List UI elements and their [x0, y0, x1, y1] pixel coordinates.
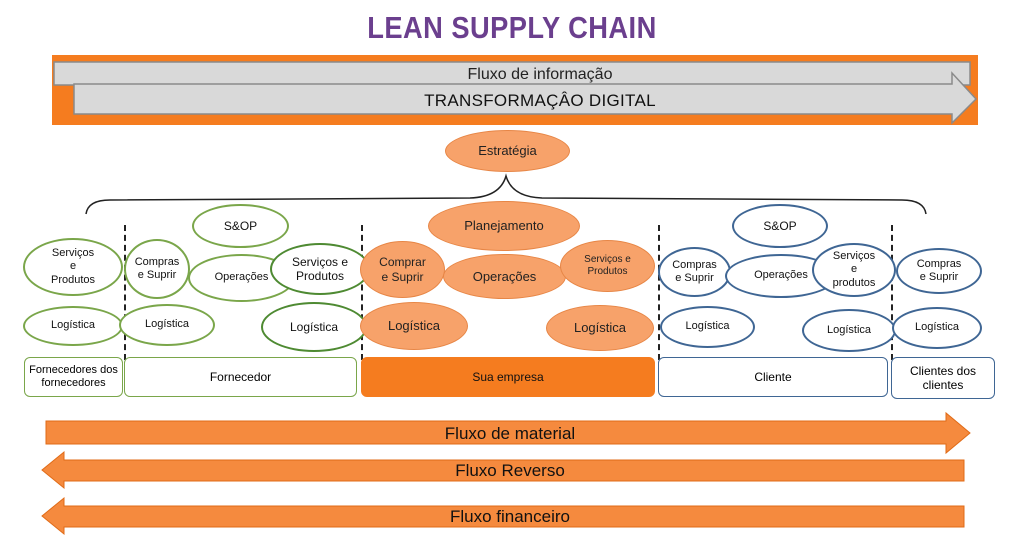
client-logistics-left-label: Logística: [685, 320, 730, 333]
company-planning-node: Planejamento: [428, 201, 580, 251]
client-tier-box: Clientes dos clientes: [891, 357, 995, 399]
client-tier-logistics-label: Logística: [914, 321, 960, 334]
supplier-buy-node: Compras e Suprir: [124, 239, 190, 299]
client-box: Cliente: [658, 357, 888, 397]
client-buy-line2: e Suprir: [675, 272, 714, 284]
reverse-flow-arrow: [41, 450, 965, 490]
company-box: Sua empresa: [361, 357, 655, 397]
supplier-tier-services-line2: e: [69, 260, 77, 273]
supplier-buy-line2: e Suprir: [137, 269, 177, 281]
company-planning-label: Planejamento: [464, 218, 544, 234]
supplier-tier-box: Fornecedores dos fornecedores: [24, 357, 123, 397]
company-services-line2: Produtos: [587, 266, 628, 277]
company-logistics-left-node: Logística: [360, 302, 468, 350]
supplier-logistics-left-node: Logística: [119, 304, 215, 346]
supplier-tier-logistics-node: Logística: [23, 306, 123, 346]
supplier-logistics-right-label: Logística: [289, 319, 339, 334]
client-services-line2: e: [850, 263, 858, 276]
supplier-buy-line1: Compras: [134, 255, 180, 268]
company-logistics-right-node: Logística: [546, 305, 654, 351]
client-tier-buy-line2: e Suprir: [919, 271, 959, 283]
supplier-tier-services-node: Serviços e Produtos: [23, 238, 123, 296]
supplier-tier-logistics-label: Logística: [50, 319, 96, 332]
info-flow-arrow: [53, 61, 971, 86]
company-buy-line1: Comprar: [379, 255, 426, 270]
digital-transformation-arrow: [73, 71, 978, 125]
supplier-operations-label: Operações: [214, 271, 269, 284]
client-tier-label-line1: Clientes dos: [909, 363, 977, 378]
client-logistics-right-label: Logística: [826, 323, 872, 336]
client-tier-label-line2: clientes: [922, 378, 964, 392]
client-sop-label: S&OP: [763, 218, 797, 233]
company-label: Sua empresa: [472, 369, 544, 384]
supplier-tier-services-line1: Serviços: [51, 247, 95, 260]
strategy-node: Estratégia: [445, 130, 570, 172]
client-buy-line1: Compras: [672, 258, 717, 271]
company-operations-label: Operações: [472, 268, 537, 284]
supplier-logistics-right-node: Logística: [261, 302, 367, 352]
reverse-flow-label: Fluxo Reverso: [455, 461, 565, 480]
supplier-services-line2: Produtos: [295, 269, 345, 283]
separator-1: [124, 225, 126, 360]
supplier-logistics-left-label: Logística: [144, 318, 190, 331]
client-tier-buy-line1: Compras: [916, 257, 962, 270]
company-logistics-right-label: Logística: [573, 320, 627, 336]
separator-4: [891, 225, 893, 360]
material-flow-label: Fluxo de material: [444, 424, 576, 443]
client-services-node: Serviços e produtos: [812, 243, 896, 297]
client-buy-node: Compras e Suprir: [658, 247, 731, 297]
client-label: Cliente: [754, 369, 792, 384]
client-logistics-left-node: Logística: [660, 306, 755, 348]
supplier-box: Fornecedor: [124, 357, 357, 397]
client-services-line1: Serviços: [832, 250, 876, 263]
supplier-tier-label-line2: dos: [100, 363, 118, 376]
supplier-tier-label-line1: Fornecedores: [29, 363, 98, 376]
separator-3: [658, 225, 660, 360]
supplier-sop-node: S&OP: [192, 204, 289, 248]
company-logistics-left-label: Logística: [387, 318, 441, 334]
supplier-sop-label: S&OP: [223, 218, 258, 233]
supplier-operations-node: Operações: [188, 254, 295, 302]
financial-flow-label: Fluxo financeiro: [449, 507, 570, 526]
supplier-label: Fornecedor: [209, 369, 272, 384]
digital-transformation-label: TRANSFORMAÇÂO DIGITAL: [424, 91, 656, 110]
company-operations-node: Operações: [443, 254, 566, 299]
company-buy-node: Comprar e Suprir: [360, 241, 445, 298]
supplier-tier-label-line3: fornecedores: [41, 377, 106, 389]
client-tier-buy-node: Compras e Suprir: [896, 248, 982, 294]
info-flow-banner: [52, 55, 978, 125]
supplier-tier-services-line3: Produtos: [50, 273, 96, 286]
client-operations-label: Operações: [754, 269, 808, 282]
supplier-services-node: Serviços e Produtos: [270, 243, 370, 295]
client-sop-node: S&OP: [732, 204, 828, 248]
client-services-line3: produtos: [832, 276, 876, 289]
company-buy-line2: e Suprir: [381, 269, 424, 284]
client-tier-logistics-node: Logística: [892, 307, 982, 349]
financial-flow-arrow: [41, 496, 965, 536]
supplier-services-line1: Serviços e: [291, 254, 349, 269]
company-services-node: Serviços e Produtos: [560, 240, 655, 292]
page-title: LEAN SUPPLY CHAIN: [367, 10, 657, 45]
company-services-line1: Serviços e: [584, 254, 631, 265]
info-flow-label: Fluxo de informação: [467, 66, 613, 83]
material-flow-arrow: [45, 411, 971, 455]
separator-2: [361, 225, 363, 360]
strategy-label: Estratégia: [478, 143, 537, 159]
client-logistics-right-node: Logística: [802, 309, 896, 352]
